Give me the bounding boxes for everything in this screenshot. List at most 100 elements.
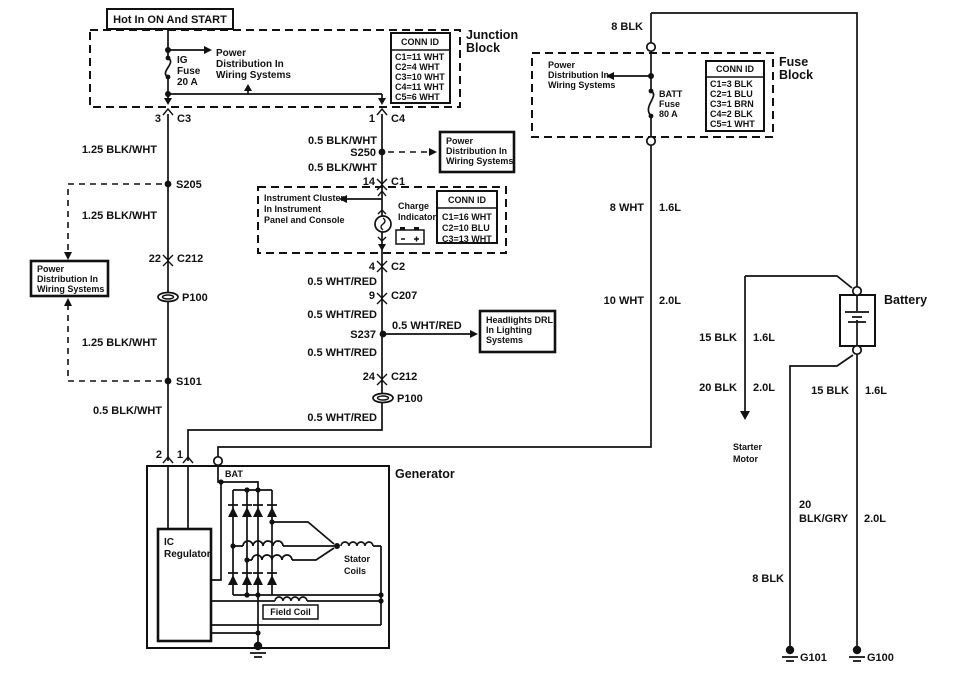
stator-label2: Coils <box>344 566 366 576</box>
connector-inline-icon <box>376 178 388 191</box>
splice-dot <box>164 377 172 385</box>
ref-text: Power <box>37 264 65 274</box>
wire-label: 1.25 BLK/WHT <box>82 210 157 222</box>
fuse-block-title: Fuse <box>779 55 808 69</box>
grommet-inner-icon <box>161 294 175 300</box>
wire-label: 1.25 BLK/WHT <box>82 144 157 156</box>
charge-indicator-filament-icon <box>380 217 386 231</box>
fuse-block-terminal-ring <box>645 135 657 147</box>
jb-up-arrow-icon <box>244 84 252 91</box>
ic-conn-row: C2=10 BLU <box>442 223 490 233</box>
variant-gauge: 15 BLK <box>811 385 849 397</box>
wire-battery-feed <box>651 12 858 287</box>
starter-motor-label: Starter <box>733 442 763 452</box>
g100-label: G100 <box>867 652 894 664</box>
fuse-terminal-dot <box>165 55 171 61</box>
battery-icon-terminal <box>414 227 419 231</box>
field-coil-label: Field Coil <box>270 607 311 617</box>
diode-icon <box>242 575 252 585</box>
diode-icon <box>267 575 277 585</box>
gen-pin-2: 2 <box>156 449 162 461</box>
batt-fuse-label2: Fuse <box>659 99 680 109</box>
wire-label: 0.5 BLK/WHT <box>308 135 377 147</box>
stator-label: Stator <box>344 554 371 564</box>
ic-conn-row: C1=16 WHT <box>442 212 492 222</box>
starter-motor-label2: Motor <box>733 454 758 464</box>
battery: Battery <box>839 285 927 356</box>
variant-gauge: 10 WHT <box>604 295 645 307</box>
left-power-dist-box <box>29 259 110 298</box>
batt-fuse-label: BATT <box>659 89 683 99</box>
junction-block-outline <box>89 29 461 108</box>
charge-indicator-label2: Indicator <box>398 212 437 222</box>
headlights-arrow-icon <box>470 330 478 338</box>
instrument-cluster: Instrument Cluster In Instrument Panel a… <box>264 189 498 245</box>
wire-label: 0.5 BLK/WHT <box>93 405 162 417</box>
wire-label: 0.5 WHT/RED <box>307 347 377 359</box>
c212-22-name: C212 <box>177 253 203 265</box>
grounds: G101 G100 <box>782 645 894 664</box>
bat-internal-wire <box>217 465 259 490</box>
jb-conn-row: C5=6 WHT <box>395 92 440 102</box>
variant-engine: 1.6L <box>659 202 681 214</box>
arrowhead-down-icon <box>64 252 72 260</box>
stator-output <box>340 541 382 625</box>
battery-pos-terminal <box>851 285 863 297</box>
s205-label: S205 <box>176 179 202 191</box>
s250-power-dist-box <box>438 130 516 174</box>
wire-c4-to-generator <box>187 114 383 461</box>
wire-label-8blk: 8 BLK <box>611 21 643 33</box>
node-dot <box>244 487 250 493</box>
jb-power-dist-text: Power <box>216 48 246 59</box>
batt-fuse-rating: 80 A <box>659 109 678 119</box>
jb-power-arrow-icon <box>204 46 212 54</box>
jb-conn-id-table <box>390 32 451 104</box>
generator-pin-marks-icon <box>162 455 194 464</box>
grommet-icon <box>157 291 179 303</box>
wire-labels: 1.25 BLK/WHT 1.25 BLK/WHT 1.25 BLK/WHT 0… <box>82 135 887 585</box>
rectifier-bridge <box>232 489 381 596</box>
p100-center-label: P100 <box>397 393 423 405</box>
ground-bars-icon <box>250 652 266 658</box>
ic-conn-id-header: CONN ID <box>448 195 487 205</box>
stator-phase-c <box>247 547 335 561</box>
ref-text: Distribution In <box>446 146 507 156</box>
variant-engine: 1.6L <box>865 385 887 397</box>
junction-block: Junction Block IG Fuse 20 A Power Distri… <box>165 28 518 104</box>
fuse-terminal-dot <box>648 113 654 119</box>
c207-name: C207 <box>391 290 417 302</box>
field-coil-label-box <box>262 604 319 620</box>
fb-power-dist-text: Power <box>548 60 576 70</box>
variant-gauge: 20 BLK <box>699 382 737 394</box>
variant-engine: 2.0L <box>753 382 775 394</box>
jb-branch-c4 <box>168 90 383 100</box>
wire-batt-neg-g101 <box>789 354 854 646</box>
s101-label: S101 <box>176 376 202 388</box>
cluster-caption2: In Instrument <box>264 204 321 214</box>
c4-pin: 1 <box>369 113 375 125</box>
ground-icon <box>852 645 862 655</box>
jb-power-dist-text2: Distribution In <box>216 59 284 70</box>
ground-bars-icon <box>782 656 798 662</box>
battery-icon-terminal <box>400 227 405 231</box>
ig-fuse-rating: 20 A <box>177 77 198 88</box>
field-coil-wire <box>211 596 381 602</box>
c1-pin: 14 <box>363 176 376 188</box>
ground-bars-icon <box>849 656 865 662</box>
connector-inline-icon <box>376 292 388 305</box>
connector-chevron-icon <box>376 107 388 116</box>
headlights-drl-box <box>478 309 557 354</box>
node-dot <box>378 598 384 604</box>
splice-dot <box>164 180 172 188</box>
ic-regulator-box <box>156 527 213 643</box>
connector-chevron-icon <box>162 107 174 116</box>
jb-conn-id-header: CONN ID <box>401 37 440 47</box>
c1-name: C1 <box>391 176 405 188</box>
jb-conn-row: C1=11 WHT <box>395 52 445 62</box>
junction-block-title: Junction <box>466 28 518 42</box>
diodes <box>228 504 277 585</box>
p100-left-label: P100 <box>182 292 208 304</box>
gen-pin-wires <box>167 466 189 529</box>
